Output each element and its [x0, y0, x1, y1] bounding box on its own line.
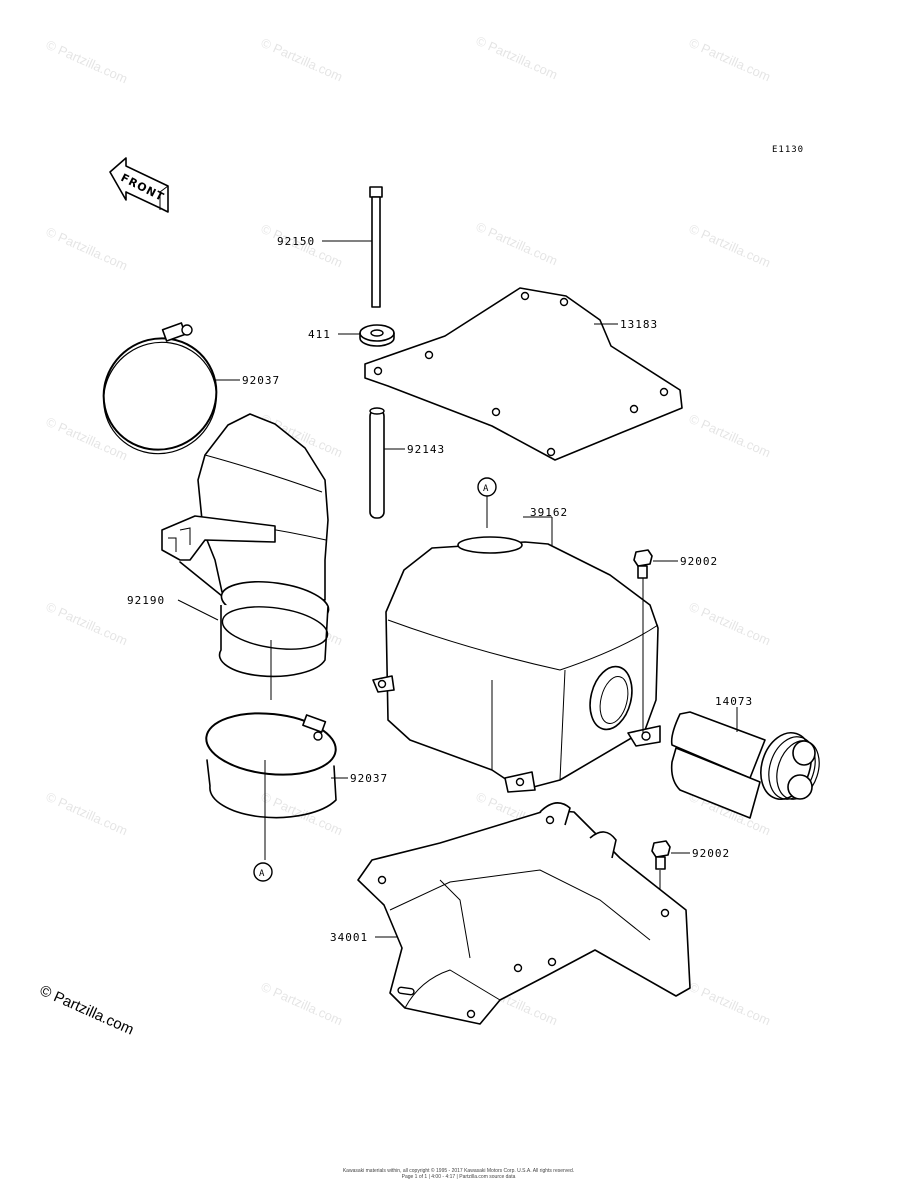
watermark: © Partzilla.com [259, 979, 345, 1028]
label-13183: 13183 [620, 318, 658, 331]
label-92037-top: 92037 [242, 374, 280, 387]
watermark: © Partzilla.com [44, 599, 130, 648]
watermark: © Partzilla.com [474, 33, 560, 82]
watermark: © Partzilla.com [687, 221, 773, 270]
gasket-13183 [364, 287, 683, 461]
tube-92143 [369, 407, 385, 519]
label-14073: 14073 [715, 695, 753, 708]
bolt-92002-bottom [651, 840, 671, 870]
label-39162: 39162 [530, 506, 568, 519]
watermark: © Partzilla.com [687, 599, 773, 648]
footer-line-1: Kawasaki materials within, all copyright… [342, 1168, 575, 1174]
diagram-code: E1130 [772, 145, 804, 155]
label-34001: 34001 [330, 931, 368, 944]
bolt-92002-top [633, 549, 653, 579]
watermark: © Partzilla.com [44, 37, 130, 86]
bolt-92150 [369, 186, 383, 308]
watermark: © Partzilla.com [259, 35, 345, 84]
footer-line-2: Page 1 of 1 | 4:00 - 4:17 | Partzilla.co… [401, 1174, 516, 1180]
bracket-34001 [357, 802, 691, 1025]
ref-a-bottom: A [259, 869, 265, 879]
label-92190: 92190 [127, 594, 165, 607]
label-92143: 92143 [407, 443, 445, 456]
air-filter-14073 [670, 711, 820, 819]
watermark: © Partzilla.com [687, 979, 773, 1028]
hose-clamp-92037-top [102, 322, 218, 455]
label-92002-top: 92002 [680, 555, 718, 568]
footer: Kawasaki materials within, all copyright… [0, 1168, 917, 1180]
label-92150: 92150 [277, 235, 315, 248]
label-411: 411 [308, 328, 331, 341]
intake-duct-92190 [161, 413, 330, 678]
air-box-39162 [372, 536, 661, 793]
hose-clamp-92037-bottom [205, 712, 337, 819]
ref-marker-a-bottom [253, 862, 273, 882]
label-92002-bottom: 92002 [692, 847, 730, 860]
watermark: © Partzilla.com [687, 411, 773, 460]
ref-a-top: A [483, 484, 489, 494]
washer-411 [359, 324, 395, 347]
watermark: © Partzilla.com [687, 35, 773, 84]
watermark: © Partzilla.com [474, 219, 560, 268]
watermark: © Partzilla.com [44, 224, 130, 273]
watermark: © Partzilla.com [259, 789, 345, 838]
label-92037-bottom: 92037 [350, 772, 388, 785]
watermark: © Partzilla.com [44, 414, 130, 463]
watermark: © Partzilla.com [44, 789, 130, 838]
front-arrow-icon: FRONT [109, 157, 169, 213]
